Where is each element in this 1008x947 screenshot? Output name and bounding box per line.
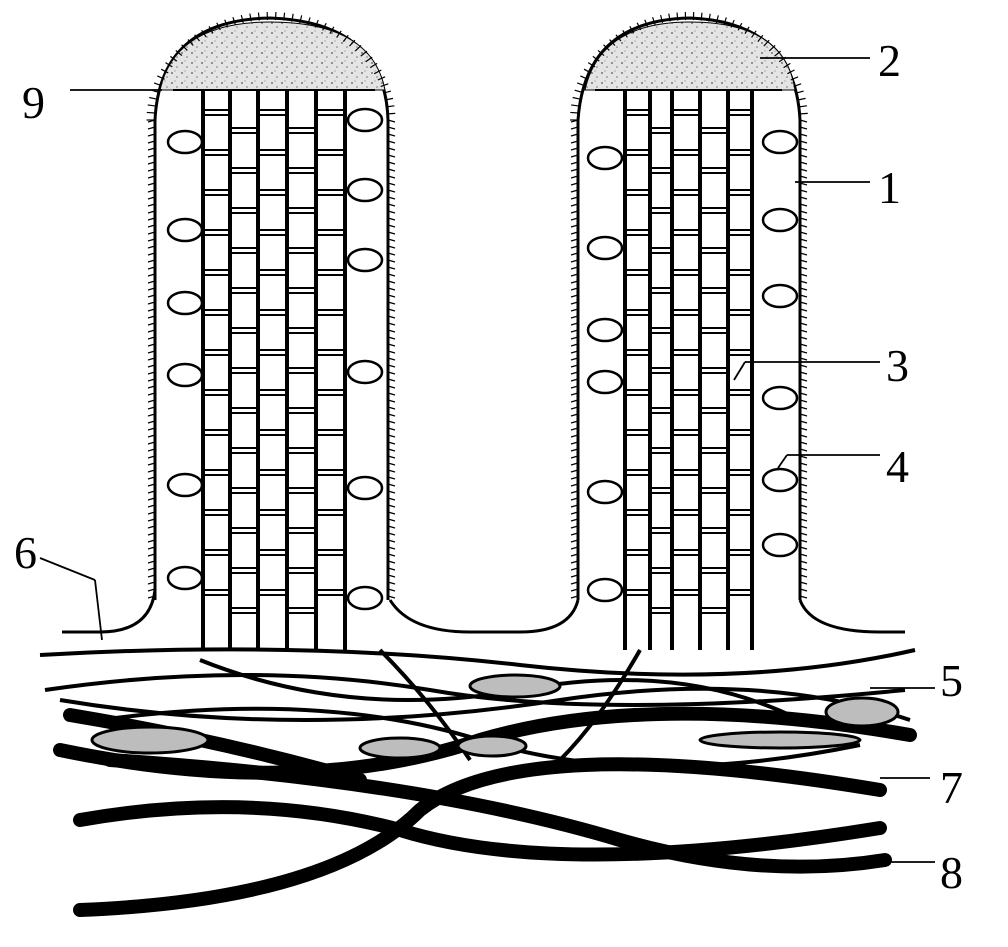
- label-6: 6: [14, 530, 37, 576]
- goblet-cell: [588, 371, 622, 393]
- tip-cap-left: [160, 22, 385, 90]
- goblet-cells-right: [588, 131, 797, 601]
- goblet-cell: [763, 469, 797, 491]
- goblet-cell: [168, 219, 202, 241]
- capillaries-right: [595, 90, 782, 650]
- label-3: 3: [886, 343, 909, 389]
- goblet-cell: [168, 364, 202, 386]
- label-8: 8: [940, 850, 963, 896]
- label-4: 4: [886, 444, 909, 490]
- label-9: 9: [22, 80, 45, 126]
- goblet-cell: [588, 147, 622, 169]
- microvillus: [148, 105, 156, 106]
- microvillus: [258, 13, 259, 21]
- villus-left: [147, 12, 396, 650]
- label-7: 7: [940, 765, 963, 811]
- microvillus: [573, 97, 581, 99]
- goblet-cell: [763, 534, 797, 556]
- goblet-cell: [588, 579, 622, 601]
- villus-right: [570, 12, 808, 650]
- goblet-cell: [763, 131, 797, 153]
- microvillus: [571, 105, 579, 106]
- goblet-cell: [348, 587, 382, 609]
- goblet-cell: [348, 109, 382, 131]
- goblet-cell: [763, 285, 797, 307]
- microvillus: [147, 112, 155, 113]
- goblet-cell: [348, 179, 382, 201]
- goblet-cells-left: [168, 109, 382, 609]
- label-1: 1: [878, 165, 901, 211]
- goblet-cell: [348, 477, 382, 499]
- tip-cap-right: [585, 22, 795, 90]
- goblet-cell: [168, 292, 202, 314]
- goblet-cell: [588, 237, 622, 259]
- microvillus: [799, 106, 807, 107]
- microvillus: [570, 112, 578, 113]
- goblet-cell: [348, 249, 382, 271]
- goblet-cell: [168, 131, 202, 153]
- label-2: 2: [878, 38, 901, 84]
- goblet-cell: [348, 361, 382, 383]
- microvillus: [677, 13, 678, 21]
- capillaries-left: [173, 90, 375, 650]
- goblet-cell: [588, 319, 622, 341]
- label-5: 5: [940, 658, 963, 704]
- goblet-cell: [168, 474, 202, 496]
- goblet-cell: [588, 481, 622, 503]
- goblet-cell: [168, 567, 202, 589]
- goblet-cell: [763, 209, 797, 231]
- goblet-cell: [763, 387, 797, 409]
- surface-epithelium: [62, 590, 905, 632]
- microvillus: [149, 97, 157, 99]
